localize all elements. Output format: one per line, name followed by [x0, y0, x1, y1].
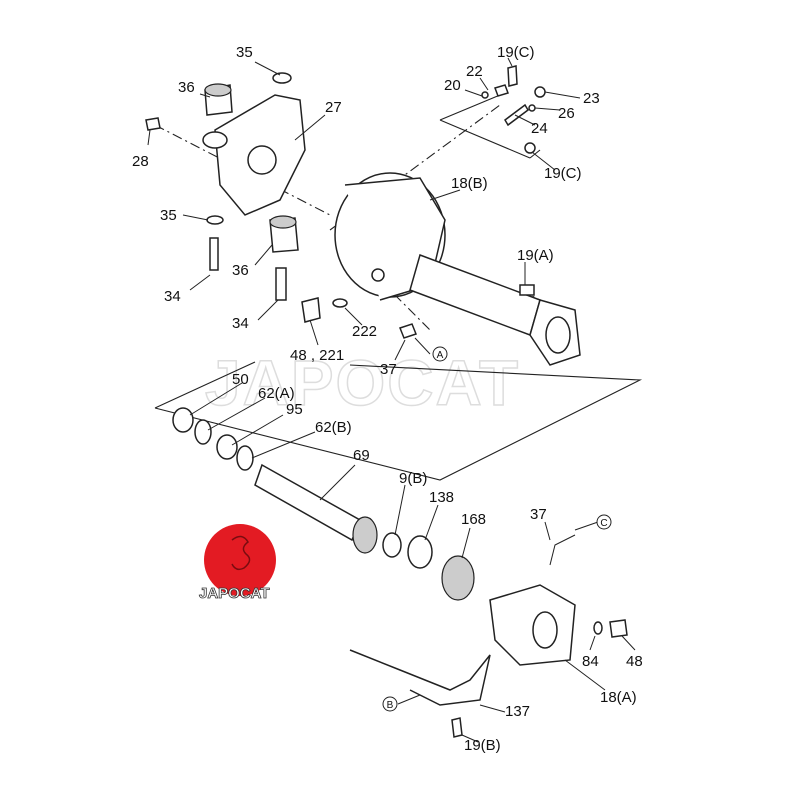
- label-18a: 18(A): [600, 689, 637, 706]
- callout-a-circle: [432, 346, 448, 362]
- label-138: 138: [429, 489, 454, 506]
- label-95: 95: [286, 401, 303, 418]
- callout-a: A: [437, 350, 444, 361]
- japocat-logo: JAPOCAT: [199, 524, 276, 602]
- label-62a: 62(A): [258, 385, 295, 402]
- leader-lines: [147, 57, 636, 743]
- watermark: JAPOCAT: [205, 347, 520, 419]
- label-19c: 19(C): [497, 44, 535, 61]
- label-19b: 19(B): [464, 737, 501, 754]
- seal-group-frame: [154, 361, 643, 481]
- label-23: 23: [583, 90, 600, 107]
- label-62b: 62(B): [315, 419, 352, 436]
- label-37b: 37: [530, 506, 547, 523]
- callout-c-circle: [596, 514, 612, 530]
- label-34: 34: [164, 288, 181, 305]
- label-35: 35: [236, 44, 253, 61]
- label-222: 222: [352, 323, 377, 340]
- label-50: 50: [232, 371, 249, 388]
- label-9b: 9(B): [399, 470, 427, 487]
- label-36: 36: [178, 79, 195, 96]
- callout-c: C: [600, 518, 607, 529]
- label-69: 69: [353, 447, 370, 464]
- part-labels: 35 36 27 28 35 36 34 34 48 , 221 222 37 …: [132, 44, 643, 754]
- label-24: 24: [531, 120, 548, 137]
- label-19c-b: 19(C): [544, 165, 582, 182]
- label-27: 27: [325, 99, 342, 116]
- label-48-221: 48 , 221: [290, 347, 344, 364]
- label-168: 168: [461, 511, 486, 528]
- label-35b: 35: [160, 207, 177, 224]
- centerline: [379, 279, 431, 331]
- label-26: 26: [558, 105, 575, 122]
- label-34b: 34: [232, 315, 249, 332]
- label-137: 137: [505, 703, 530, 720]
- label-48: 48: [626, 653, 643, 670]
- label-22: 22: [466, 63, 483, 80]
- logo-text: JAPOCAT: [199, 585, 270, 602]
- mount-bracket: [145, 72, 306, 301]
- differential-housing: [301, 65, 581, 366]
- label-84: 84: [582, 653, 599, 670]
- label-37: 37: [380, 361, 397, 378]
- label-36b: 36: [232, 262, 249, 279]
- label-19a: 19(A): [517, 247, 554, 264]
- centerline: [154, 124, 331, 216]
- callout-b-circle: [382, 696, 398, 712]
- label-20: 20: [444, 77, 461, 94]
- callout-b: B: [387, 700, 394, 711]
- label-18b: 18(B): [451, 175, 488, 192]
- label-28: 28: [132, 153, 149, 170]
- axle-shaft-assembly: [172, 407, 628, 738]
